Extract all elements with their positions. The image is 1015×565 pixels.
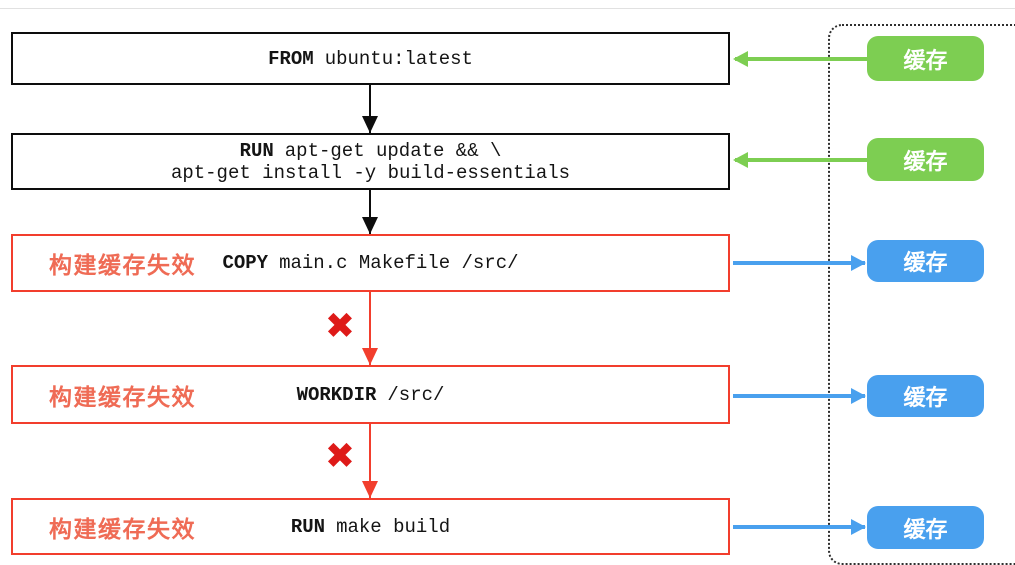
cache-invalidated-label: 构建缓存失效 <box>49 252 196 278</box>
flow-arrow-down-3 <box>362 292 378 365</box>
flow-arrow-down-1 <box>362 85 378 133</box>
dockerfile-command: WORKDIR/src/ <box>297 384 445 406</box>
instruction-keyword: WORKDIR <box>296 383 377 406</box>
cache-hit-arrow-2 <box>735 158 867 162</box>
cache-invalidated-label: 构建缓存失效 <box>49 515 196 542</box>
dockerfile-command: FROM ubuntu:latest <box>268 48 473 70</box>
cache-badge-miss-4: 缓存 <box>867 375 984 417</box>
dockerfile-command: COPY main.c Makefile /src/ <box>222 252 518 274</box>
cache-badge-hit-2: 缓存 <box>867 138 984 181</box>
step-box-copy: 构建缓存失效 COPY main.c Makefile /src/ <box>11 234 730 292</box>
cache-write-arrow-5 <box>733 525 865 529</box>
instruction-args: apt-get update && \ <box>284 139 502 162</box>
instruction-args: apt-get install -y build-essentials <box>170 161 571 184</box>
instruction-keyword: COPY <box>222 252 269 274</box>
instruction-args: make build <box>336 515 451 538</box>
cache-broken-cross-icon: ✖ <box>324 305 356 346</box>
cache-badge-miss-5: 缓存 <box>867 506 984 549</box>
cache-badge-hit-1: 缓存 <box>867 36 984 81</box>
cache-write-arrow-4 <box>733 394 865 398</box>
instruction-keyword: RUN <box>290 515 326 538</box>
instruction-keyword: RUN <box>239 139 274 162</box>
dockerfile-command-line-1: RUN apt-get update && \ <box>240 140 502 162</box>
cache-region-dotted-border <box>828 24 1015 565</box>
dockerfile-command-line-2: apt-get install -y build-essentials <box>171 162 570 184</box>
step-box-workdir: 构建缓存失效 WORKDIR/src/ <box>11 365 730 424</box>
flow-arrow-down-2 <box>362 190 378 234</box>
flow-arrow-down-4 <box>362 424 378 498</box>
cache-hit-arrow-1 <box>735 57 867 61</box>
instruction-keyword: FROM <box>268 47 314 70</box>
cache-invalidated-label: 构建缓存失效 <box>49 383 196 410</box>
step-box-from: FROM ubuntu:latest <box>11 32 730 85</box>
step-box-run-make: 构建缓存失效 RUN make build <box>11 498 730 555</box>
instruction-args: /src/ <box>387 383 445 406</box>
cache-badge-miss-3: 缓存 <box>867 240 984 282</box>
instruction-args: ubuntu:latest <box>324 47 473 70</box>
cache-broken-cross-icon: ✖ <box>324 435 356 476</box>
cache-write-arrow-3 <box>733 261 865 265</box>
step-box-run-apt-get: RUN apt-get update && \ apt-get install -… <box>11 133 730 190</box>
instruction-args: main.c Makefile /src/ <box>279 252 519 274</box>
dockerfile-command: RUN make build <box>291 516 450 538</box>
top-divider-line <box>0 8 1015 9</box>
